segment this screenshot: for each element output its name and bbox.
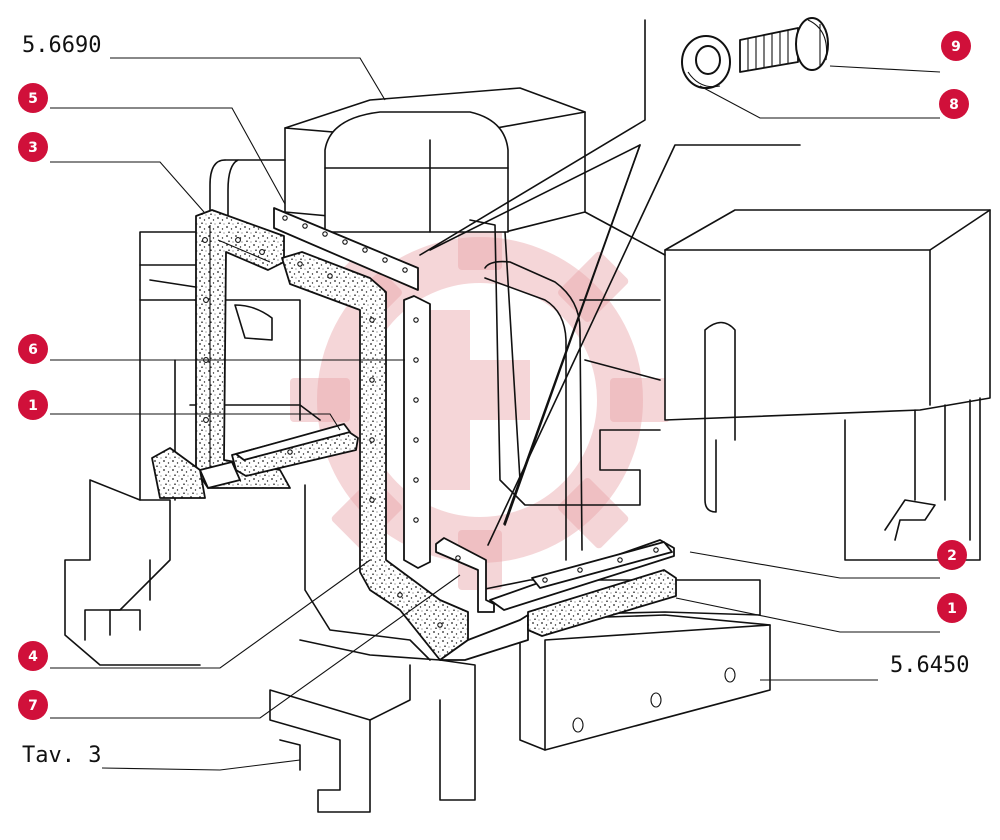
callout-2[interactable]: 2 bbox=[937, 540, 967, 570]
assembly-label-bottom: 5.6450 bbox=[890, 653, 969, 678]
pointer-line-right bbox=[487, 144, 801, 546]
svg-text:2: 2 bbox=[947, 548, 957, 564]
leader-lines bbox=[50, 57, 941, 771]
watermark-gear-icon bbox=[290, 210, 670, 590]
perforated-strip-top bbox=[273, 207, 419, 291]
callout-7[interactable]: 7 bbox=[18, 690, 48, 720]
pointer-line-top bbox=[419, 19, 646, 256]
machine-right-block bbox=[664, 209, 991, 561]
svg-text:1: 1 bbox=[947, 601, 957, 617]
callout-4[interactable]: 4 bbox=[18, 641, 48, 671]
machine-right-base bbox=[479, 579, 771, 751]
gasket-right-frame-holes bbox=[297, 261, 443, 628]
gasket-bottom-right bbox=[527, 569, 677, 637]
gasket-left-frame-holes bbox=[202, 237, 265, 423]
svg-text:4: 4 bbox=[28, 649, 38, 665]
washer bbox=[681, 35, 731, 89]
svg-text:1: 1 bbox=[28, 398, 38, 414]
callout-1-right[interactable]: 1 bbox=[937, 593, 967, 623]
svg-text:8: 8 bbox=[949, 97, 959, 113]
machine-top-block bbox=[284, 87, 586, 233]
callout-9[interactable]: 9 bbox=[941, 31, 971, 61]
gasket-left-lower bbox=[151, 423, 359, 499]
callout-8[interactable]: 8 bbox=[939, 89, 969, 119]
svg-text:6: 6 bbox=[28, 342, 38, 358]
table-reference-label: Tav. 3 bbox=[22, 743, 101, 768]
callout-6[interactable]: 6 bbox=[18, 334, 48, 364]
machine-middle-frame bbox=[209, 159, 666, 561]
callout-1-left[interactable]: 1 bbox=[18, 390, 48, 420]
machine-bottom-stand bbox=[269, 639, 476, 813]
bracket-strip bbox=[435, 537, 495, 613]
svg-text:3: 3 bbox=[28, 140, 38, 156]
callout-3[interactable]: 3 bbox=[18, 132, 48, 162]
perforated-strip-bottom bbox=[489, 539, 675, 611]
screw bbox=[739, 17, 829, 73]
svg-text:7: 7 bbox=[28, 698, 38, 714]
perforated-strip-right bbox=[403, 295, 431, 569]
assembly-label-top: 5.6690 bbox=[22, 33, 101, 58]
svg-text:5: 5 bbox=[28, 91, 38, 107]
callout-5[interactable]: 5 bbox=[18, 83, 48, 113]
svg-text:9: 9 bbox=[951, 39, 961, 55]
